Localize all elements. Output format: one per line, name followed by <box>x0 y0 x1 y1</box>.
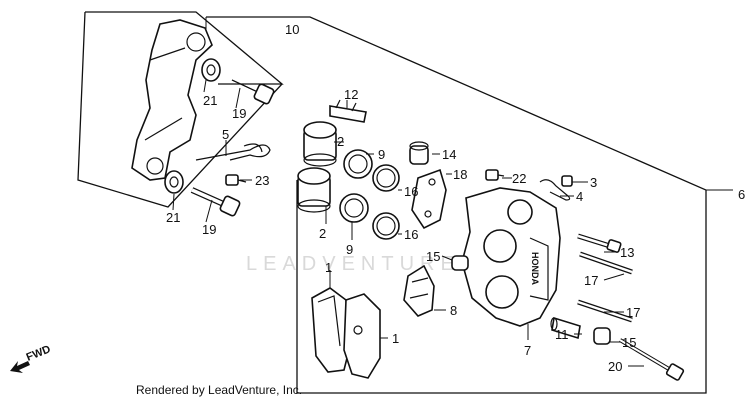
piston-2-top <box>303 121 337 167</box>
bushing-21-top <box>201 58 221 82</box>
sleeve-11 <box>550 316 581 340</box>
callout-9-bottom: 9 <box>346 242 353 257</box>
callout-9-top: 9 <box>378 147 385 162</box>
forward-direction-arrow-icon: FWD <box>10 343 53 373</box>
callout-21-top: 21 <box>203 93 217 108</box>
callout-1-right: 1 <box>392 331 399 346</box>
callout-12: 12 <box>344 87 358 102</box>
leader-lines <box>172 79 644 367</box>
callout-18: 18 <box>453 167 467 182</box>
bolt-19-bottom <box>190 187 241 217</box>
brake-pad-1-rear <box>343 293 381 379</box>
callout-22: 22 <box>512 171 526 186</box>
spring-clip-5 <box>195 143 271 161</box>
callout-13: 13 <box>620 245 634 260</box>
callout-16-top: 16 <box>404 184 418 199</box>
callout-8: 8 <box>450 303 457 318</box>
callout-15-upper: 15 <box>426 249 440 264</box>
callout-17-upper: 17 <box>584 273 598 288</box>
watermark: LEADVENTURE <box>246 253 460 275</box>
callout-3: 3 <box>590 175 597 190</box>
pin-13 <box>577 233 622 253</box>
callout-23: 23 <box>255 173 269 188</box>
bolt-20 <box>618 338 685 381</box>
seal-9-bottom <box>339 193 369 223</box>
callout-5: 5 <box>222 127 229 142</box>
screw-3 <box>561 175 573 187</box>
bolt-23 <box>225 174 247 186</box>
render-credit: Rendered by LeadVenture, Inc. <box>136 383 303 397</box>
pin-17-upper <box>579 251 633 275</box>
callout-19-top: 19 <box>232 106 246 121</box>
callout-labels: 10 12 21 19 5 23 21 19 2 9 14 18 16 2 9 … <box>166 22 745 374</box>
callout-14: 14 <box>442 147 456 162</box>
shim-plate-18 <box>411 168 447 230</box>
callout-11: 11 <box>555 327 569 342</box>
callout-7: 7 <box>524 343 531 358</box>
pad-spring-8 <box>403 264 435 317</box>
callout-2-top: 2 <box>337 134 344 149</box>
callout-15-lower: 15 <box>622 335 636 350</box>
callout-2-bottom: 2 <box>319 226 326 241</box>
caliper-bracket <box>131 19 213 181</box>
bleeder-cap-14 <box>409 141 429 165</box>
callout-17-lower: 17 <box>626 305 640 320</box>
callout-21-bottom: 21 <box>166 210 180 225</box>
pad-retainer-12 <box>329 99 367 123</box>
piston-2-bottom <box>297 167 331 213</box>
callout-10: 10 <box>285 22 299 37</box>
callout-6: 6 <box>738 187 745 202</box>
callout-19-bottom: 19 <box>202 222 216 237</box>
caliper-body-7: HONDA <box>461 187 561 327</box>
callout-16-bottom: 16 <box>404 227 418 242</box>
bolt-19-top <box>231 79 275 105</box>
seal-16-bottom <box>372 212 400 240</box>
pin-17-lower <box>577 299 633 323</box>
svg-text:FWD: FWD <box>25 343 53 364</box>
bracket-group-frame <box>77 11 284 208</box>
seal-16-top <box>372 164 400 192</box>
bleeder-screw-22 <box>485 169 505 181</box>
callout-20: 20 <box>608 359 622 374</box>
boot-15-lower <box>593 327 611 345</box>
callout-1-top: 1 <box>325 260 332 275</box>
svg-text:HONDA: HONDA <box>530 252 540 285</box>
seal-9-top <box>343 149 373 179</box>
callout-4: 4 <box>576 189 583 204</box>
boot-15-upper <box>451 255 469 271</box>
bushing-21-bottom <box>164 170 184 194</box>
